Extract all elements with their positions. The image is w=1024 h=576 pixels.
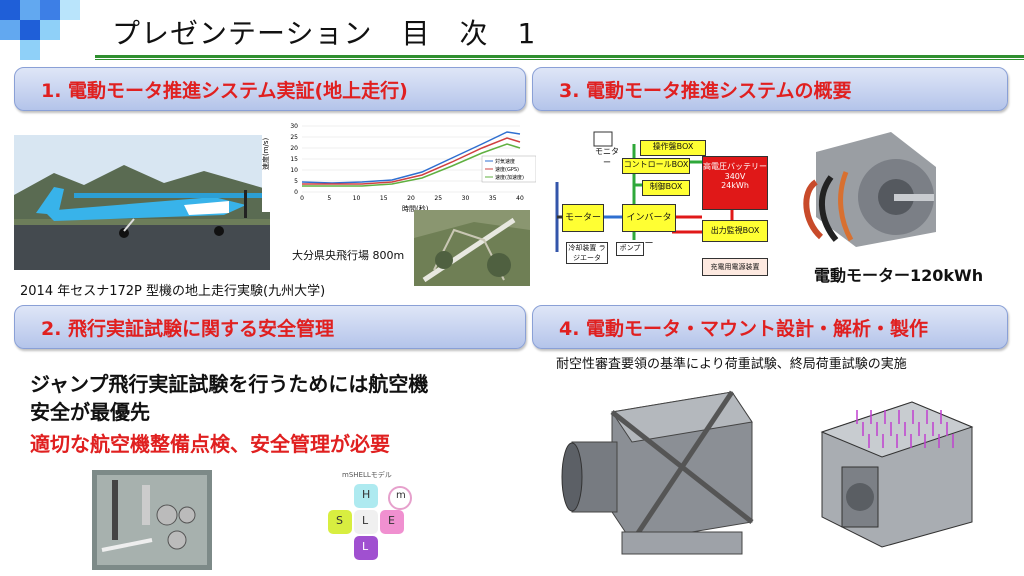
mshell-model: mSHELLモデル H m S L E L (316, 468, 428, 572)
monitor-label: モニター (595, 147, 619, 167)
safety-text-line2: 安全が最優先 (30, 400, 150, 424)
section-header-3: 3. 電動モータ推進システムの概要 (532, 67, 1008, 111)
graph-xtick: 0 (300, 195, 304, 202)
graph-ytick: 5 (294, 178, 298, 185)
title-underline (95, 55, 1024, 58)
safety-text-line1: ジャンプ飛行実証試験を行うためには航空機 (30, 372, 429, 396)
photo-caption: 2014 年セスナ172P 型機の地上走行実験(九州大学) (20, 284, 326, 299)
battery-box: 高電圧バッテリー 340V 24kWh (702, 156, 768, 210)
mshell-letter-l: L (362, 514, 369, 527)
corner-square (0, 20, 20, 40)
legend-entry: 速度(加速度) (495, 174, 524, 181)
section-header-2: 2. 飛行実証試験に関する安全管理 (14, 305, 526, 349)
series-accel (302, 143, 521, 187)
graph-ylabel: 速度(m/s) (262, 137, 270, 170)
corner-square (20, 0, 40, 20)
mshell-letter-s: S (336, 514, 343, 527)
airfield-aerial-photo (414, 210, 530, 286)
graph-xtick: 25 (434, 195, 442, 202)
section-header-1: 1. 電動モータ推進システム実証(地上走行) (14, 67, 526, 111)
graph-xtick: 30 (462, 195, 470, 202)
pump-box: ポンプ (616, 242, 644, 256)
graph-xtick: 5 (327, 195, 331, 202)
motor-box: モーター (562, 204, 604, 232)
graph-ytick: 20 (290, 145, 298, 152)
section-header-label: 1. 電動モータ推進システム実証(地上走行) (41, 80, 408, 102)
charger-box: 充電用電源装置 (702, 258, 768, 276)
graph-ytick: 30 (290, 123, 298, 130)
electric-motor-photo (796, 122, 946, 252)
graph-xtick: 20 (407, 195, 415, 202)
mshell-letter-m: m (396, 490, 406, 501)
graph-xlabel: 時間(秒) (402, 204, 429, 212)
panel-box: 操作盤BOX (640, 140, 706, 156)
mshell-letter-e: E (388, 514, 395, 527)
controller-box: コントロールBOX (622, 158, 690, 174)
output-box: 出力監視BOX (702, 220, 768, 242)
cooling-box: 冷却装置 ラジエータ (566, 242, 608, 264)
section-header-label: 2. 飛行実証試験に関する安全管理 (41, 318, 335, 340)
battery-label: 高電圧バッテリー (703, 162, 767, 171)
mshell-letter-h: H (362, 488, 371, 501)
corner-square (60, 0, 80, 20)
inverter-box: インバーター (622, 204, 676, 249)
battery-voltage: 340V (724, 172, 746, 181)
mshell-title: mSHELLモデル (342, 471, 392, 479)
system-diagram: モニター 操作盤BOX コントロールBOX 制御BOX 高電圧バッテリー 340… (542, 122, 782, 287)
legend-entry: 対気速度 (495, 158, 515, 165)
series-airspeed (301, 131, 521, 184)
corner-square (40, 0, 60, 20)
airplane-photo (14, 135, 270, 270)
corner-square (40, 20, 60, 40)
section-header-4: 4. 電動モータ・マウント設計・解析・製作 (532, 305, 1008, 349)
graph-ytick: 25 (290, 134, 298, 141)
graph-xtick: 10 (353, 195, 361, 202)
series-gps (302, 137, 521, 185)
page-title: プレゼンテーション 目 次 1 (112, 17, 537, 50)
tools-photo (92, 470, 212, 570)
graph-xtick: 35 (489, 195, 497, 202)
graph-ytick: 10 (290, 167, 298, 174)
airfield-caption: 大分県央飛行場 800m (292, 249, 405, 262)
section-header-label: 3. 電動モータ推進システムの概要 (559, 80, 852, 102)
brake-box: 制御BOX (642, 180, 690, 196)
legend-entry: 速度(GPS) (495, 166, 519, 173)
sec4-caption: 耐空性審査要領の基準により荷重試験、終局荷重試験の実施 (556, 357, 907, 372)
graph-xtick: 15 (380, 195, 388, 202)
motor-caption: 電動モーター120kWh (814, 266, 984, 285)
corner-square (0, 0, 20, 20)
corner-square (20, 20, 40, 40)
title-underline (95, 59, 1024, 60)
motor-mount-cad-render (552, 382, 766, 568)
safety-text-line3: 適切な航空機整備点検、安全管理が必要 (30, 432, 390, 456)
graph-xtick: 40 (516, 195, 524, 202)
section-header-label: 4. 電動モータ・マウント設計・解析・製作 (559, 318, 929, 340)
graph-ytick: 0 (294, 189, 298, 196)
battery-capacity: 24kWh (721, 181, 749, 190)
mshell-letter-l2: L (362, 540, 369, 553)
corner-square (20, 40, 40, 60)
speed-graph: 速度(m/s) 0 5 10 15 20 25 30 0 5 10 15 20 25 30 35 40 対気… (262, 120, 536, 212)
load-test-analysis-render (802, 382, 982, 552)
graph-ytick: 15 (290, 156, 298, 163)
